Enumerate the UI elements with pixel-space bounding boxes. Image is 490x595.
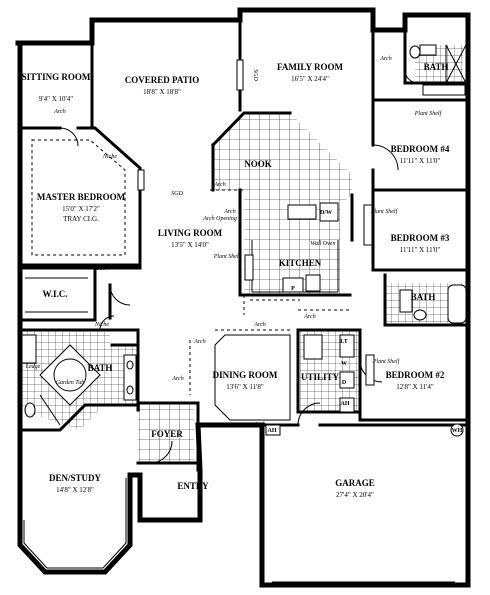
room-dim-bed2: 12'8" X 11'4" xyxy=(396,383,434,391)
room-name-master: MASTER BEDROOM xyxy=(37,192,126,202)
tray-ceiling-outline xyxy=(31,139,126,256)
room-name-bath2: BATH xyxy=(411,292,436,302)
toilet-icon xyxy=(409,45,421,59)
room-dim-bed3: 11'11" X 11'0" xyxy=(400,246,441,254)
room-name-garage: GARAGE xyxy=(335,478,375,488)
door-swing-icon xyxy=(99,315,115,331)
interior-walls xyxy=(18,28,470,472)
room-name-patio: COVERED PATIO xyxy=(125,75,199,85)
room-name-bed3: BEDROOM #3 xyxy=(391,233,450,243)
note-wh: WH xyxy=(452,428,463,434)
room-name-utility: UTILITY xyxy=(301,372,340,382)
room-name-kitchen: KITCHEN xyxy=(279,258,322,268)
door-swing-icon xyxy=(297,402,321,426)
note-p: P xyxy=(291,286,295,292)
room-name-master-bath: BATH xyxy=(88,363,113,373)
note-garden-tub: Garden Tub xyxy=(56,380,85,386)
note-d: D xyxy=(342,380,347,386)
bathtub-icon xyxy=(447,284,467,324)
door-swing-icon xyxy=(149,440,173,464)
note-ah: AH xyxy=(341,401,350,407)
note-niche: Niche xyxy=(94,322,109,328)
sink-icon xyxy=(126,360,134,370)
room-name-sitting: SITTING ROOM xyxy=(22,72,91,82)
sink-icon xyxy=(126,385,134,395)
toilet-icon xyxy=(413,309,427,321)
note-arch: Arch xyxy=(253,422,265,428)
annotations: Arch Niche SGD Arch Arch Arch Opening Pl… xyxy=(25,56,463,434)
note-plant-shelf: Plant Shelf xyxy=(372,358,401,365)
note-w: W xyxy=(341,361,347,367)
note-arch: Arch xyxy=(53,109,65,115)
garden-tub-icon xyxy=(39,344,101,406)
room-dim-master: 15'0" X 17'2" xyxy=(62,205,100,213)
note-dw: D/W xyxy=(320,210,332,216)
fixtures xyxy=(21,44,467,583)
note-plant-shelf: Plant Shelf xyxy=(414,110,443,117)
room-dim-den: 14'8" X 12'8" xyxy=(56,486,94,494)
note-arch-opening: Arch Opening xyxy=(202,216,237,222)
note-arch: Arch xyxy=(193,339,205,345)
door-swing-icon xyxy=(404,69,419,84)
note-arch: Arch xyxy=(93,266,105,272)
door-swing-icon xyxy=(59,127,79,147)
note-arch: Arch xyxy=(223,209,235,215)
room-name-nook: NOOK xyxy=(244,159,272,169)
room-name-entry: ENTRY xyxy=(177,481,209,491)
room-name-dining: DINING ROOM xyxy=(213,370,278,380)
note-lt: LT xyxy=(340,339,347,345)
room-name-family: FAMILY ROOM xyxy=(277,62,343,72)
room-name-bath1: BATH xyxy=(424,62,449,72)
door-swing-icon xyxy=(109,284,131,306)
room-name-wic: W.I.C. xyxy=(43,289,68,299)
room-dim-family: 16'5" X 24'4" xyxy=(291,75,329,83)
arch-openings xyxy=(91,124,350,395)
water-heater-icon xyxy=(450,423,464,437)
note-plant-shelf: Plant Shelf xyxy=(213,253,242,260)
door-swing-icon xyxy=(372,144,399,171)
room-dim-dining: 13'6" X 11'8" xyxy=(226,383,264,391)
room-name-living: LIVING ROOM xyxy=(158,228,223,238)
note-arch: Arch xyxy=(379,56,391,62)
room-dim-patio: 18'8" X 18'8" xyxy=(143,88,181,96)
kitchen-island-icon xyxy=(287,204,317,220)
room-name-bed4: BEDROOM #4 xyxy=(391,144,450,154)
room-dim-garage: 27'4" X 20'4" xyxy=(336,491,374,499)
note-arch: Arch xyxy=(253,322,265,328)
note-niche: Niche xyxy=(102,154,117,160)
room-dim-bed4: 11'11" X 11'0" xyxy=(400,157,441,165)
nook-tile-floor xyxy=(213,113,352,295)
foyer-tile-floor xyxy=(138,403,194,463)
sliding-door-icon xyxy=(137,169,145,191)
note-wall-oven: Wall Oven xyxy=(311,241,336,247)
room-labels: SITTING ROOM 9'4" X 10'4" COVERED PATIO … xyxy=(22,62,450,499)
toilet-icon xyxy=(24,402,36,418)
note-sgd: SGD xyxy=(252,69,258,81)
note-arch: Arch xyxy=(303,314,315,320)
note-arch: Arch xyxy=(213,182,225,188)
room-name-bed2: BEDROOM #2 xyxy=(386,370,445,380)
room-dim-sitting: 9'4" X 10'4" xyxy=(39,95,73,103)
note-sgd: SGD xyxy=(171,191,183,197)
room-name-foyer: FOYER xyxy=(151,429,183,439)
note-arch: Arch xyxy=(171,376,183,382)
sliding-door-icon xyxy=(236,59,244,91)
note-ah: AH xyxy=(268,428,277,434)
room-dim-living: 13'5" X 14'0" xyxy=(171,241,209,249)
note-plant-shelf: Plant Shelf xyxy=(370,208,399,215)
room-name-den: DEN/STUDY xyxy=(49,473,102,483)
note-ledge: Ledge xyxy=(25,364,41,370)
room-dim2-master: TRAY CLG. xyxy=(63,215,99,223)
